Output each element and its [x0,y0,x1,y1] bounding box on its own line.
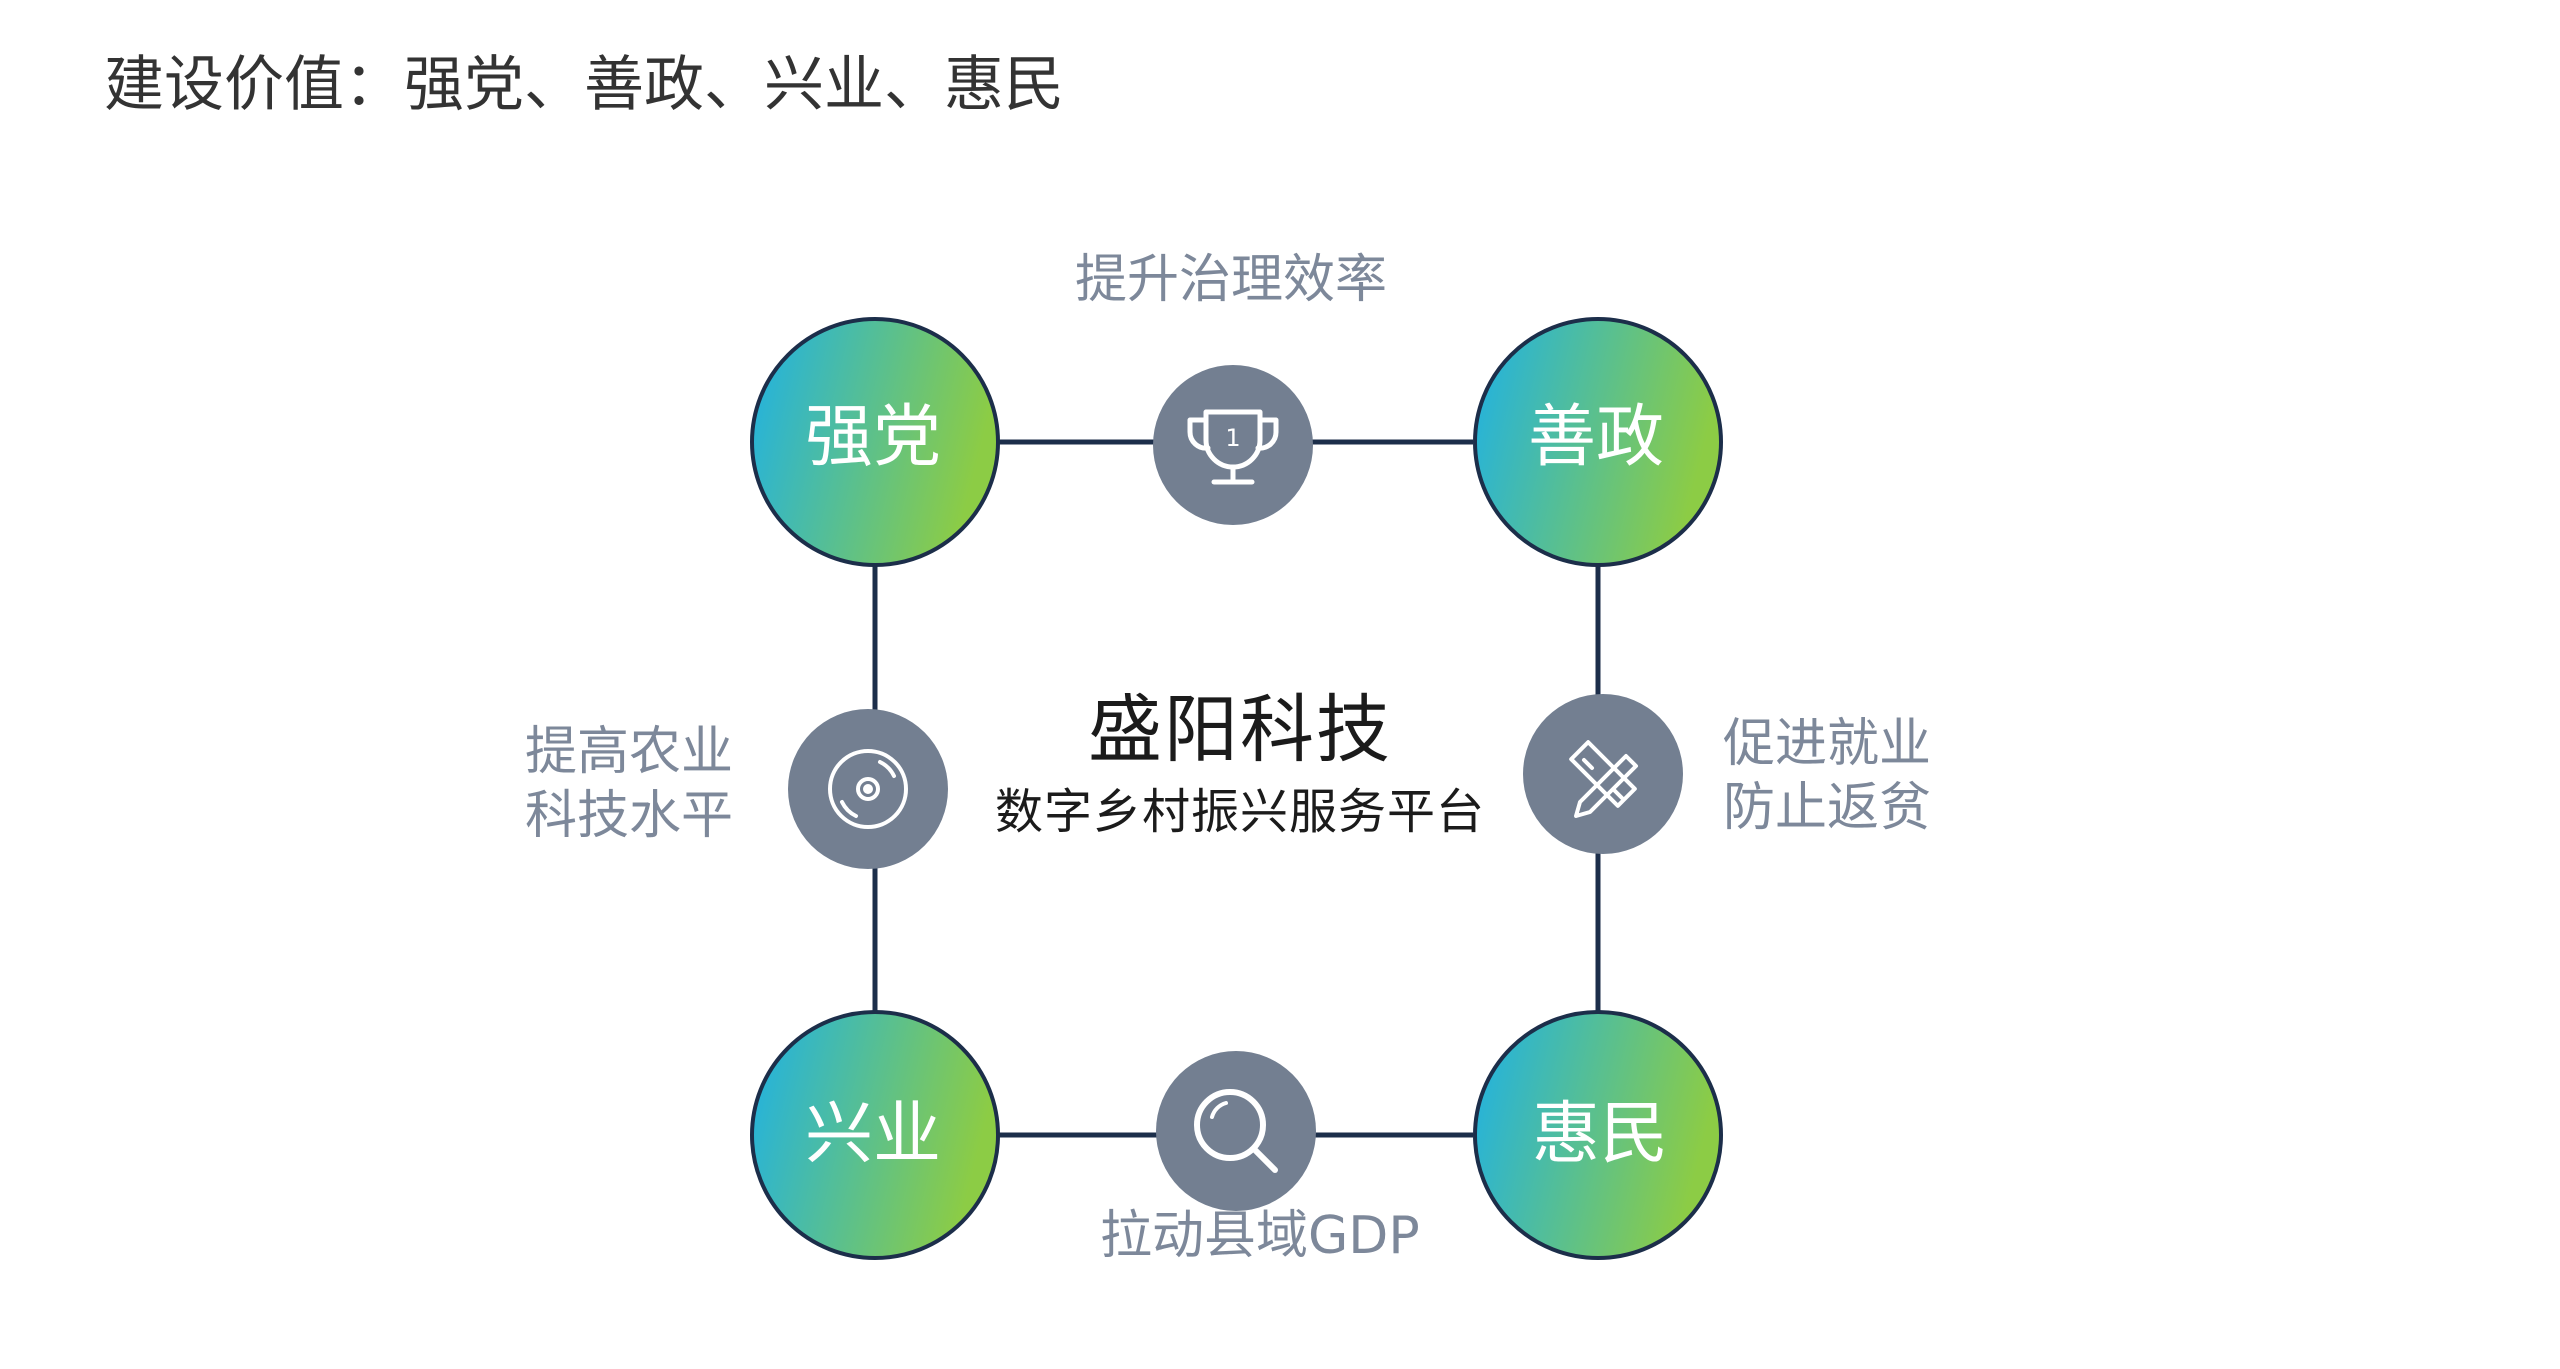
node-top-right: 善政 [1473,317,1723,567]
node-label-top-right: 善政 [1528,398,1664,477]
disc-icon [788,709,948,869]
caption-left-line-1: 提高农业 [525,722,734,782]
node-label-bottom-right: 惠民 [1532,1095,1668,1174]
ruler-pencil-icon [1523,694,1683,854]
node-bottom-right: 惠民 [1473,1010,1723,1260]
center-subtitle: 数字乡村振兴服务平台 [994,784,1485,840]
svg-text:1: 1 [1225,424,1240,452]
caption-left: 提高农业 科技水平 [525,720,733,848]
center-block: 盛阳科技 数字乡村振兴服务平台 [960,680,1520,844]
caption-right: 促进就业 防止返贫 [1723,712,1931,840]
node-bottom-left: 兴业 [750,1010,1000,1260]
node-label-bottom-left: 兴业 [805,1095,941,1174]
trophy-icon: 1 [1153,365,1313,525]
center-title: 盛阳科技 [1088,687,1392,773]
caption-right-line-2: 防止返贫 [1723,778,1932,838]
node-label-top-left: 强党 [805,398,941,477]
caption-top: 提升治理效率 [1075,250,1388,310]
caption-bottom: 拉动县域GDP [1100,1206,1420,1266]
node-top-left: 强党 [750,317,1000,567]
search-icon [1156,1051,1316,1211]
page-title: 建设价值：强党、善政、兴业、惠民 [104,50,1064,120]
caption-left-line-2: 科技水平 [525,786,734,846]
caption-right-line-1: 促进就业 [1723,714,1932,774]
